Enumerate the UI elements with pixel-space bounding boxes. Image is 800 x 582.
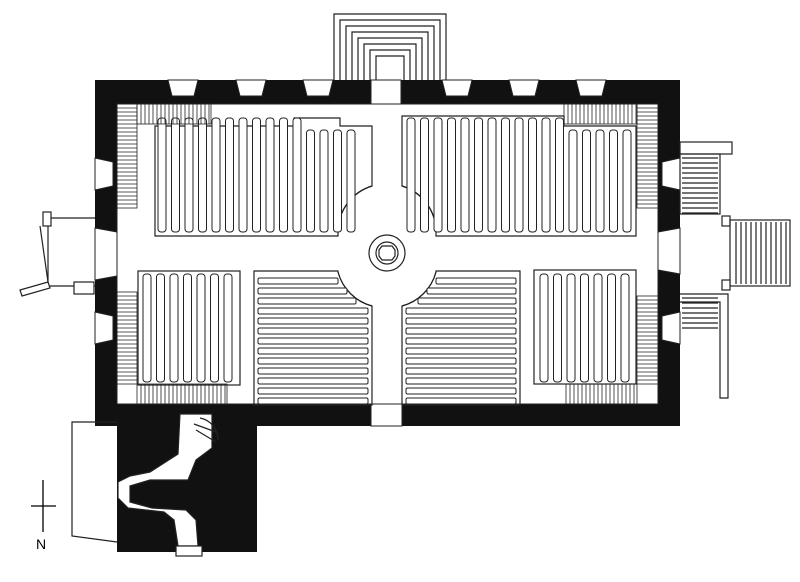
pew [474,117,483,233]
stair-block [136,383,228,405]
pew [460,117,470,233]
east-porch-lower [680,215,791,399]
pew [580,273,589,383]
pew [582,129,591,233]
pew-block-nw [154,117,373,237]
pew [595,129,605,233]
pew [501,117,510,233]
bench [257,317,369,325]
pew [196,273,206,383]
pew [433,117,443,233]
pew [528,117,537,233]
pew [333,129,342,233]
bench [405,347,517,355]
east-porch-upper [679,141,733,215]
pew-block-sw [137,270,241,386]
pew [620,273,630,383]
bench [257,347,369,355]
pew [142,273,152,383]
bench [426,287,517,295]
bench [257,377,369,385]
stair-block [565,383,638,405]
pew [198,117,207,233]
pew [539,273,549,383]
pew-block-ne [401,115,637,237]
north-label: N [36,536,47,552]
gallery-stairs [116,103,659,405]
bench [405,327,517,335]
pew [568,129,578,233]
north-arrow [31,480,56,532]
bench [435,277,517,285]
bench [257,307,369,315]
bench [405,317,517,325]
baptismal-font [368,234,406,272]
bench [405,397,517,405]
pew [553,273,562,383]
bench [405,387,517,395]
pew [223,273,233,383]
sacristy [117,413,219,557]
pew [406,117,416,233]
interior-outline [116,103,659,405]
pew [265,117,275,233]
pew [609,129,618,233]
bench [405,357,517,365]
pew [171,117,180,233]
outer-walls [95,80,680,552]
bench [257,277,339,285]
bench [417,297,517,305]
stair-block [563,103,638,125]
pew [346,129,356,233]
bench [257,287,348,295]
bench [257,297,357,305]
pew [607,273,616,383]
bench [257,367,369,375]
pew [306,129,315,233]
bench [257,327,369,335]
pew [566,273,576,383]
bench [257,397,369,405]
pew [184,117,194,233]
pew [555,117,564,233]
pew [447,117,456,233]
pew [157,117,167,233]
bench [257,387,369,395]
pew [593,273,603,383]
pew [319,129,329,233]
pew [514,117,524,233]
bench [405,377,517,385]
stair-block [116,291,138,385]
north-porch-steps [333,13,447,80]
bench [405,337,517,345]
bench [257,337,369,345]
pew [210,273,219,383]
pew [541,117,551,233]
pew [279,117,288,233]
pew [211,117,221,233]
pew [622,129,632,233]
pew [487,117,497,233]
west-porch [19,211,95,297]
pew-block-sc-west [253,270,373,406]
pew [225,117,234,233]
pew-block-sc-east [401,270,521,406]
pew [183,273,192,383]
pew [169,273,179,383]
pew [420,117,429,233]
pew [156,273,165,383]
pew [238,117,248,233]
pew [252,117,261,233]
sacristy-porch [71,421,118,543]
bench [257,357,369,365]
bench [405,307,517,315]
pew [292,117,302,233]
stair-block [136,103,212,125]
pew-block-se [533,269,637,385]
bench [405,367,517,375]
wall-openings [94,79,681,427]
